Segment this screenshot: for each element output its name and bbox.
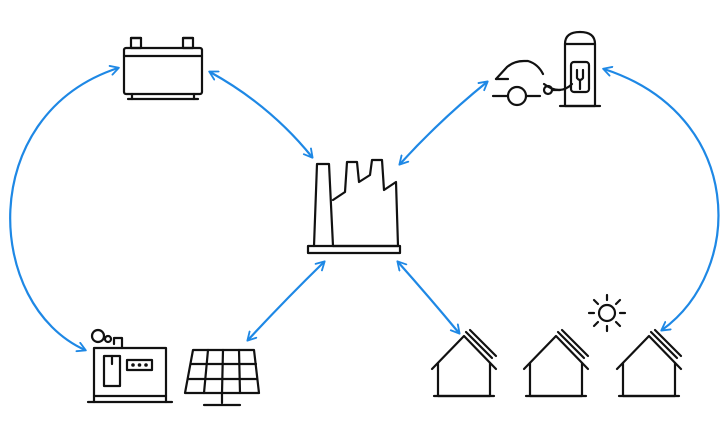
factory-icon	[306, 158, 402, 255]
house-icon	[430, 328, 498, 398]
battery-icon	[122, 36, 204, 101]
connector-houses-factory	[396, 260, 461, 335]
solar-panel-icon	[183, 348, 261, 407]
connector-ev-charger-houses	[602, 66, 720, 332]
connector-battery-factory	[208, 70, 314, 159]
generator-icon	[86, 328, 174, 404]
sun-icon	[587, 293, 627, 333]
connector-ev-charger-factory	[398, 80, 489, 166]
connector-solar-panel-factory	[246, 260, 326, 342]
house-icon	[522, 328, 590, 398]
house-icon	[615, 328, 683, 398]
connector-battery-generator	[9, 65, 120, 353]
connectors	[9, 65, 720, 353]
ev-charging-station-icon	[491, 30, 602, 108]
